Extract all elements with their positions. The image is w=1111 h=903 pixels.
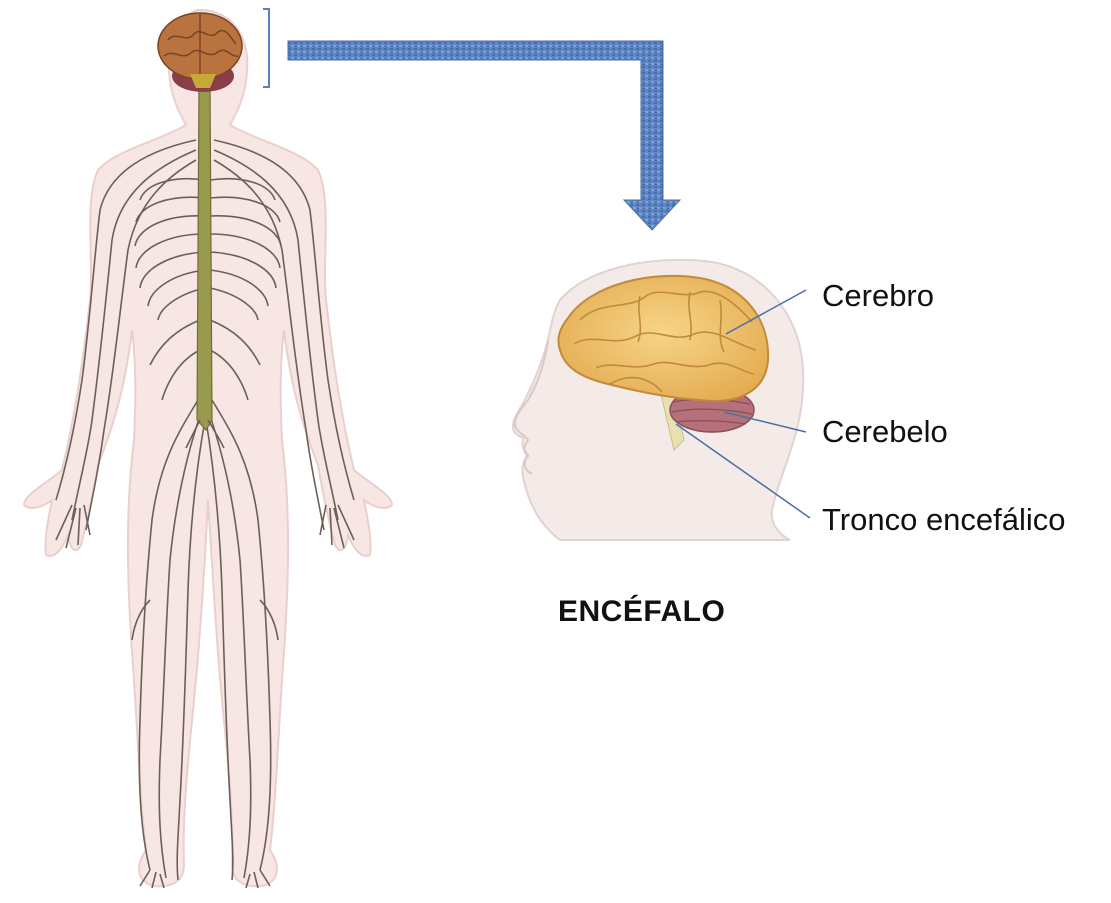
pointer-arrow bbox=[288, 41, 680, 230]
label-cerebelo: Cerebelo bbox=[822, 416, 948, 447]
head-bracket bbox=[263, 9, 269, 87]
label-cerebro: Cerebro bbox=[822, 280, 934, 311]
diagram-title: ENCÉFALO bbox=[558, 597, 725, 627]
human-body-figure bbox=[24, 10, 392, 888]
label-tronco-encefalico: Tronco encefálico bbox=[822, 504, 1066, 535]
spinal-cord bbox=[197, 80, 212, 430]
head-closeup-illustration bbox=[513, 260, 803, 540]
